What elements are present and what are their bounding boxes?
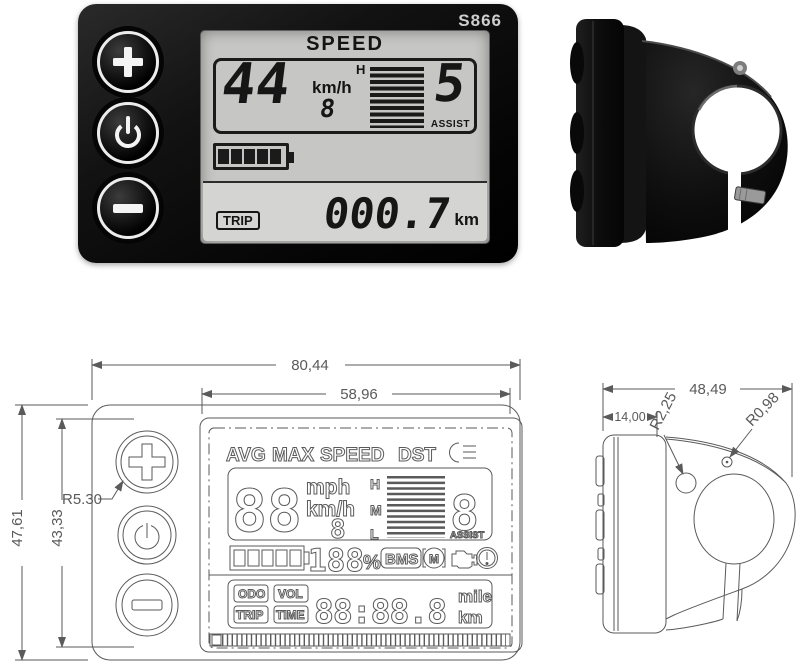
mount-hole-large: [675, 472, 697, 494]
headlight-icon: [449, 442, 476, 463]
plus-button: [97, 31, 159, 93]
lcd-boundary: [208, 427, 513, 649]
svg-text:14,00: 14,00: [614, 410, 645, 424]
dimension-inner-height: 43,33: [49, 418, 134, 648]
svg-text:AVG: AVG: [226, 445, 266, 466]
trip-value: 000.7: [321, 189, 454, 238]
dimension-depth-body: 14,00: [602, 410, 658, 437]
minus-icon: [113, 204, 143, 213]
svg-text:DST: DST: [398, 445, 436, 466]
power-button-drawing: [117, 505, 177, 565]
svg-text:mph: mph: [306, 476, 350, 499]
speed-panel-drawing: 88 mph km/h 8 H M L 8 ASSIST: [227, 467, 493, 546]
svg-text:80,44: 80,44: [291, 357, 329, 374]
power-icon: [115, 116, 141, 148]
assist-value: 5: [430, 54, 469, 114]
assist-label: ASSIST: [430, 119, 470, 130]
svg-text:R0,98: R0,98: [743, 389, 783, 430]
trip-label: TRIP: [216, 211, 260, 230]
gear-digit: 8: [330, 515, 346, 545]
warning-icon: [476, 547, 498, 569]
button-bump: [570, 112, 584, 154]
side-arm-outline: [665, 436, 796, 631]
minus-button-drawing: [115, 573, 179, 637]
plus-icon: [128, 443, 166, 481]
svg-text:R2,25: R2,25: [647, 390, 681, 433]
svg-text:L: L: [370, 526, 379, 542]
svg-text:BMS: BMS: [385, 551, 418, 568]
svg-text:TRIP: TRIP: [236, 608, 263, 622]
gear-value: 8: [318, 94, 337, 123]
svg-text:%: %: [363, 552, 381, 574]
bracket-photo: [570, 19, 788, 247]
odometer-digits: 88:88.8: [314, 592, 446, 631]
svg-text:H: H: [370, 476, 380, 492]
svg-text:48,49: 48,49: [689, 381, 727, 398]
radius-small-callout: R0,98: [721, 389, 783, 468]
svg-text:58,96: 58,96: [340, 386, 378, 403]
trip-unit: km: [454, 210, 479, 229]
model-label: S866: [458, 11, 502, 30]
svg-text:mile: mile: [458, 587, 492, 606]
screen-bezel-outline: [199, 417, 523, 653]
dimension-depth-total: 48,49: [602, 381, 793, 477]
power-icon: [134, 523, 160, 550]
assist-scale-label: H: [356, 62, 366, 77]
button-bump: [570, 42, 584, 84]
svg-text:M: M: [429, 552, 439, 566]
speed-digits: 88: [232, 477, 302, 545]
side-technical-drawing: 48,49 14,00 R2,25 R0,98: [595, 381, 796, 634]
battery-percent-digits: 188: [308, 543, 364, 579]
display-photo: S866 SPEED 44 km/h 8 H 5 ASSIST: [78, 4, 518, 263]
speed-panel: 44 km/h 8 H 5 ASSIST: [213, 52, 477, 134]
svg-text:MAX: MAX: [272, 445, 315, 466]
dimension-screen-width: 58,96: [201, 386, 511, 414]
battery-icon: [213, 143, 294, 170]
clamp-bolt: [734, 186, 767, 205]
front-technical-drawing: 80,44 58,96 47,61 43,33 R5.30: [9, 357, 523, 661]
motor-icon: M: [422, 547, 446, 569]
speed-unit: km/h: [312, 78, 352, 97]
svg-text:ASSIST: ASSIST: [450, 530, 485, 541]
svg-text:TIME: TIME: [276, 608, 305, 622]
assist-digit: 8: [450, 486, 479, 542]
bms-box: [380, 547, 422, 569]
clamp-slot: [728, 171, 741, 243]
odometer-panel-drawing: ODO VOL TRIP TIME 88:88.8 mile km: [227, 579, 493, 632]
minus-icon: [131, 599, 163, 611]
svg-text:SPEED: SPEED: [320, 445, 384, 466]
plus-button-drawing: [115, 430, 179, 494]
button-bump: [570, 170, 584, 212]
dimension-outer-width: 80,44: [91, 357, 521, 400]
device-outline: [91, 404, 521, 661]
svg-text:43,33: 43,33: [49, 509, 66, 547]
minus-button: [97, 177, 159, 239]
svg-text:47,61: 47,61: [9, 509, 26, 547]
mount-hole-small: [721, 456, 733, 468]
side-body-outline: [595, 434, 667, 634]
dimension-outer-height: 47,61: [9, 404, 88, 661]
clamp-hole: [693, 86, 781, 174]
svg-text:km/h: km/h: [306, 498, 355, 521]
svg-text:M: M: [370, 502, 382, 518]
svg-text:VOL: VOL: [278, 587, 303, 601]
speed-title: SPEED: [306, 33, 384, 55]
assist-bars: [370, 67, 424, 128]
lcd-top-labels: AVG MAX SPEED DST: [226, 442, 476, 467]
engine-icon: [451, 550, 478, 569]
svg-text:ODO: ODO: [238, 587, 265, 601]
svg-text:km: km: [458, 608, 483, 627]
bracket-side-view: [570, 19, 788, 247]
power-button: [97, 102, 159, 164]
lcd-screen: SPEED 44 km/h 8 H 5 ASSIST TRIP 000.7 km: [200, 30, 490, 244]
speed-value: 44: [218, 52, 294, 117]
battery-icon-drawing: [229, 545, 310, 571]
svg-text:R5.30: R5.30: [62, 491, 102, 508]
trip-section: TRIP 000.7 km: [203, 181, 487, 241]
connector-strip: [209, 633, 511, 647]
status-row-drawing: 188 % BMS M: [229, 543, 498, 580]
